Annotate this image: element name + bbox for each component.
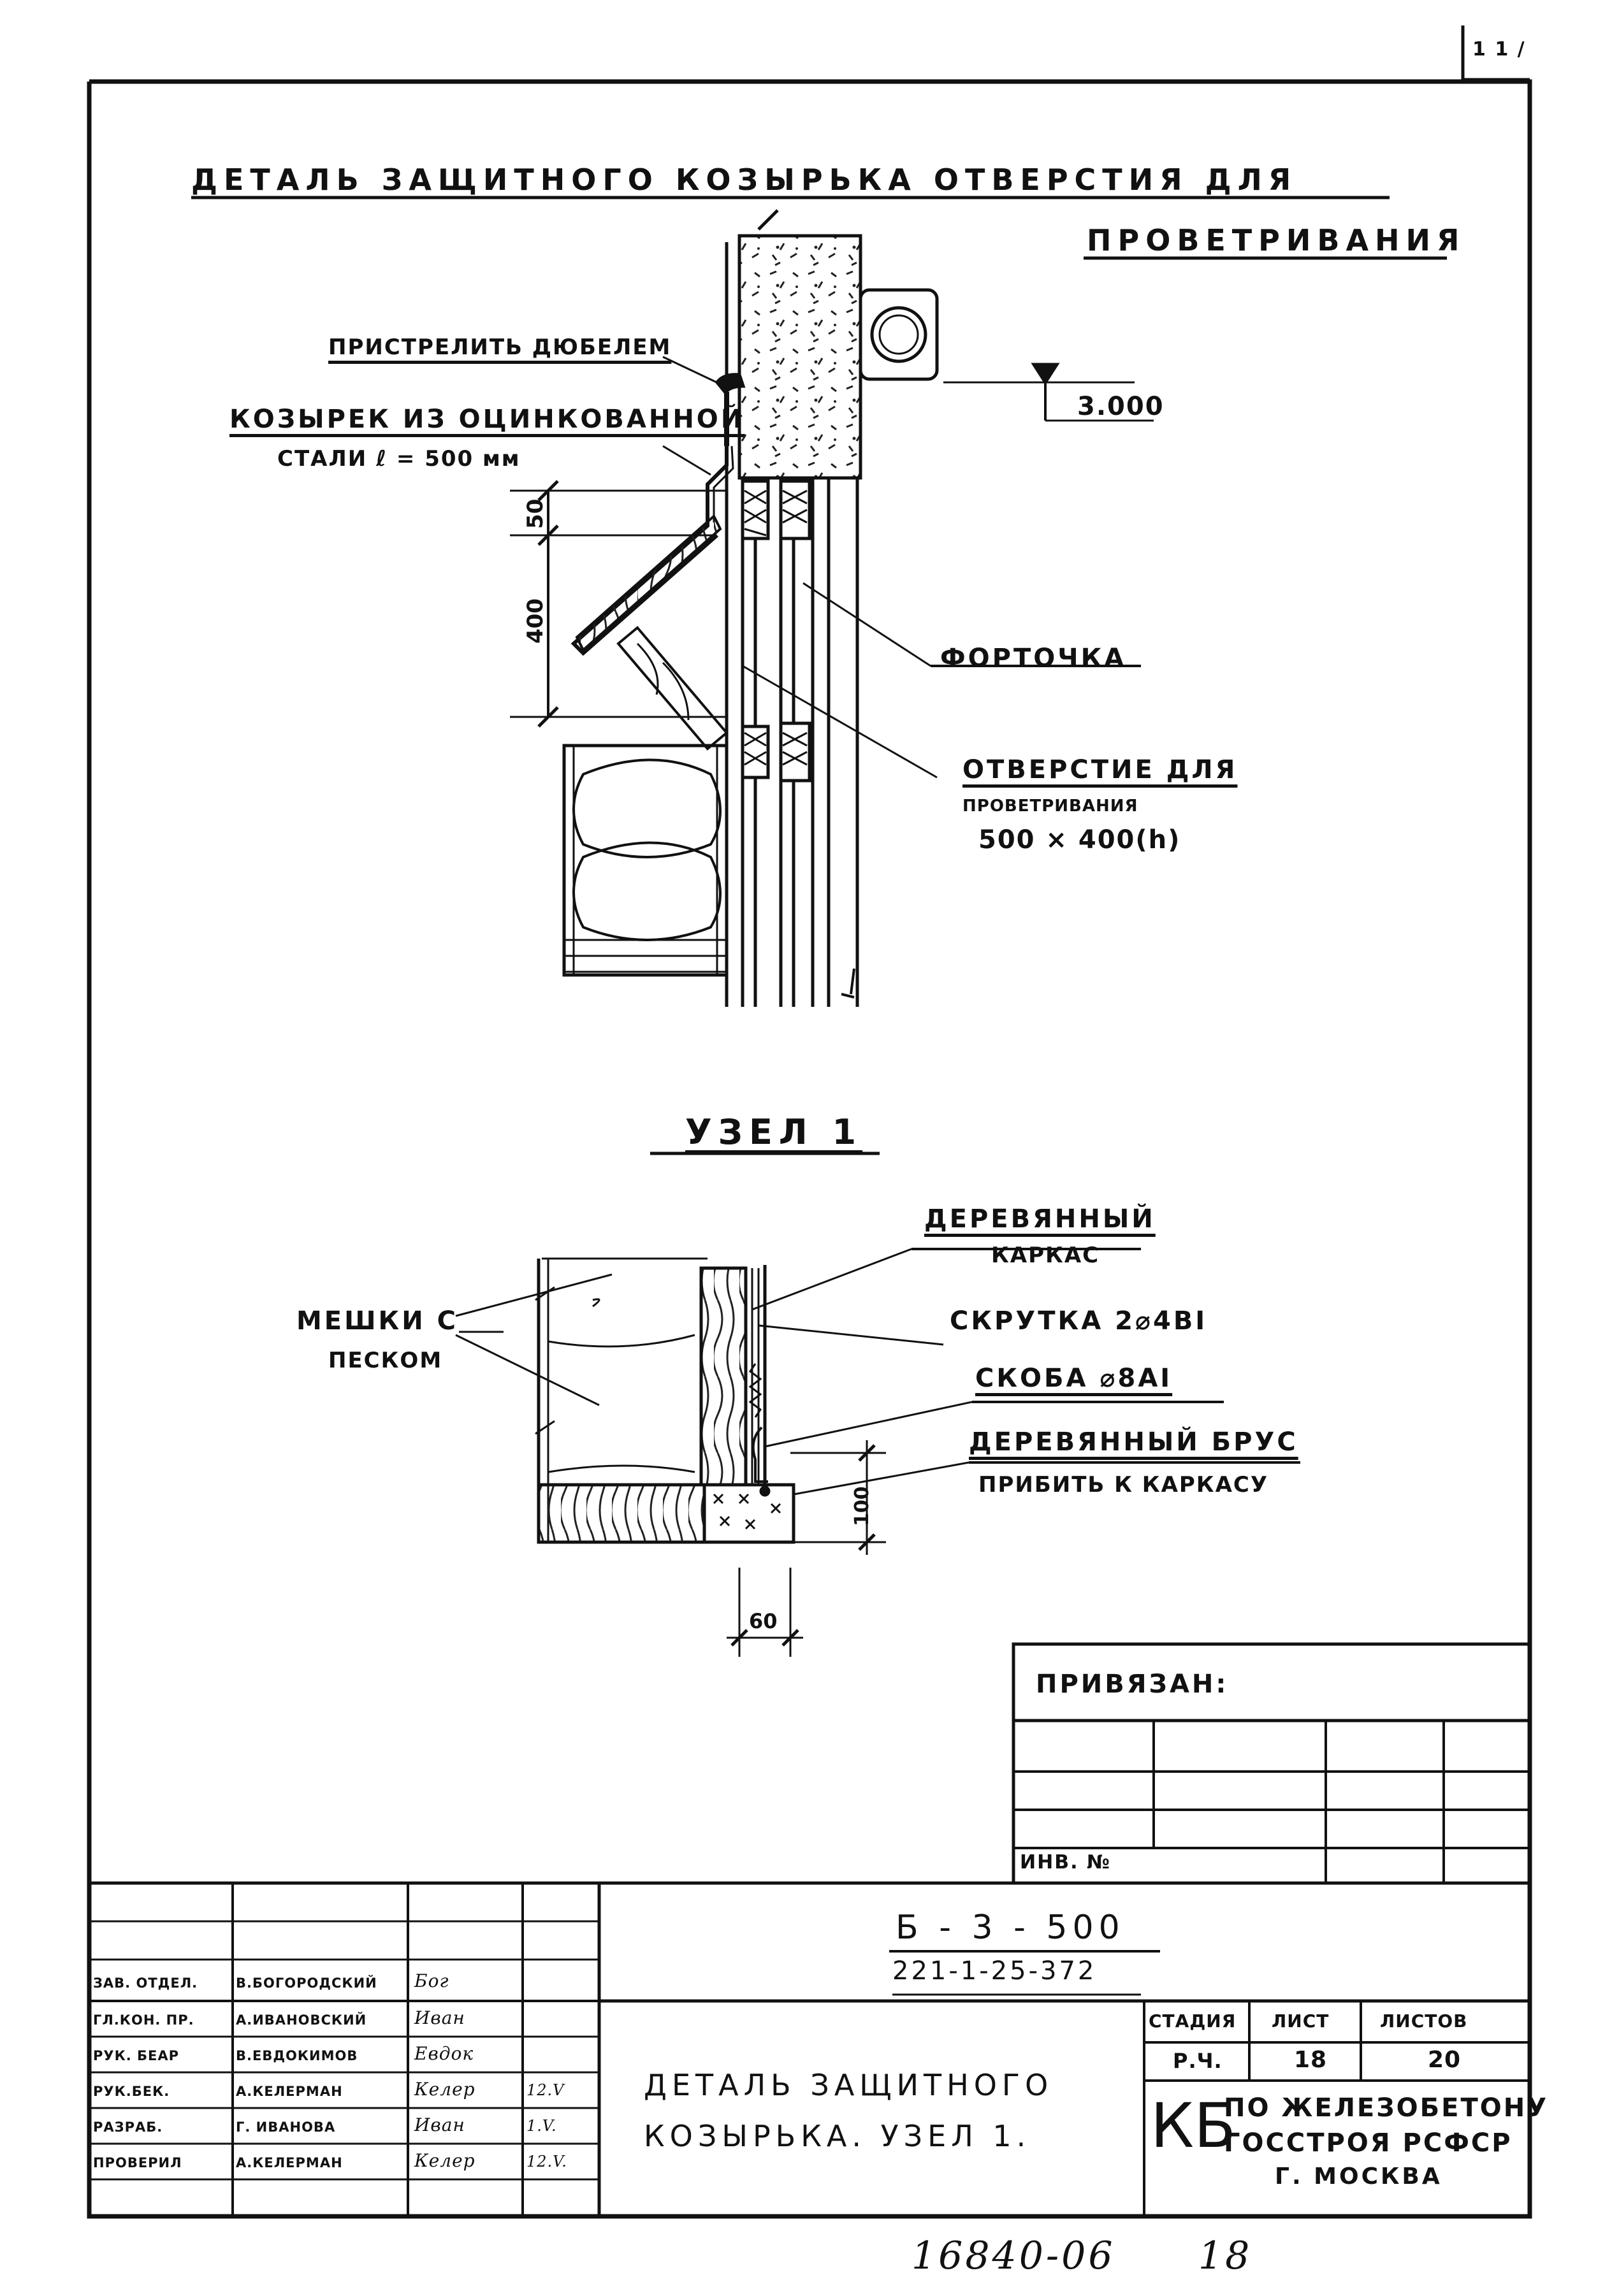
row-role: ПРОВЕРИЛ bbox=[93, 2155, 182, 2170]
row-name: А.ИВАНОВСКИЙ bbox=[236, 2012, 367, 2028]
stage-header: СТАДИЯ bbox=[1149, 2011, 1237, 2032]
label-opening-line-1: ОТВЕРСТИЕ ДЛЯ bbox=[962, 755, 1238, 784]
dim-400: 400 bbox=[523, 598, 548, 644]
label-sandbags-1: МЕШКИ С bbox=[296, 1306, 458, 1336]
dim-100: 100 bbox=[851, 1486, 873, 1526]
row-name: А.КЕЛЕРМАН bbox=[236, 2155, 343, 2170]
organization-line-1: ПО ЖЕЛЕЗОБЕТОНУ bbox=[1224, 2093, 1549, 2123]
document-code-1: Б - 3 - 500 bbox=[896, 1909, 1125, 1947]
row-signature: Келер bbox=[414, 2150, 476, 2171]
label-twisted-wire: СКРУТКА 2⌀4ВІ bbox=[950, 1306, 1208, 1336]
row-signature: Иван bbox=[414, 2114, 465, 2135]
row-signature: Келер bbox=[414, 2079, 476, 2100]
label-bracket: СКОБА ⌀8АІ bbox=[975, 1364, 1173, 1393]
row-role: РАЗРАБ. bbox=[93, 2119, 163, 2135]
row-date: 12.V. bbox=[526, 2153, 567, 2170]
sheets-value: 20 bbox=[1428, 2047, 1462, 2073]
drawing-title-line-1: ДЕТАЛЬ ЗАЩИТНОГО КОЗЫРЬКА ОТВЕРСТИЯ ДЛЯ bbox=[191, 162, 1298, 197]
binding-inventory: ИНВ. № bbox=[1020, 1851, 1112, 1874]
label-timber-frame-1: ДЕРЕВЯННЫЙ bbox=[924, 1204, 1156, 1234]
row-role: РУК. БЕАР bbox=[93, 2048, 180, 2063]
label-fortochka: ФОРТОЧКА bbox=[940, 644, 1127, 673]
sandbag-stack bbox=[562, 744, 855, 999]
label-timber-beam-1: ДЕРЕВЯННЫЙ БРУС bbox=[969, 1427, 1298, 1457]
concrete-lintel bbox=[737, 234, 862, 480]
row-role: ГЛ.КОН. ПР. bbox=[93, 2012, 194, 2028]
row-name: В.БОГОРОДСКИЙ bbox=[236, 1975, 377, 1991]
row-signature: Евдок bbox=[414, 2043, 474, 2064]
row-date: 12.V bbox=[526, 2081, 565, 2099]
drawing-title-line-2: ПРОВЕТРИВАНИЯ bbox=[1087, 223, 1466, 257]
document-name-1: ДЕТАЛЬ ЗАЩИТНОГО bbox=[644, 2068, 1054, 2102]
binding-stamp-grid bbox=[1012, 1642, 1532, 1885]
sheet-header: ЛИСТ bbox=[1272, 2011, 1330, 2032]
organization-line-3: Г. МОСКВА bbox=[1275, 2163, 1442, 2190]
organization-logo: КБ bbox=[1151, 2090, 1237, 2162]
label-opening-line-2: ПРОВЕТРИВАНИЯ bbox=[962, 797, 1138, 816]
row-role: РУК.БЕК. bbox=[93, 2084, 170, 2099]
dim-60: 60 bbox=[749, 1609, 778, 1633]
row-name: Г. ИВАНОВА bbox=[236, 2119, 336, 2135]
label-sandbags-2: ПЕСКОМ bbox=[328, 1348, 443, 1373]
row-date: 1.V. bbox=[526, 2117, 557, 2135]
sheet-frame bbox=[87, 25, 1532, 2219]
label-fasten-dowel: ПРИСТРЕЛИТЬ ДЮБЕЛЕМ bbox=[328, 335, 672, 360]
label-level-mark: 3.000 bbox=[1077, 392, 1165, 421]
row-role: ЗАВ. ОТДЕЛ. bbox=[93, 1975, 198, 1991]
node-1-detail bbox=[455, 1152, 1300, 1657]
label-opening-line-3: 500 × 400(h) bbox=[978, 825, 1181, 855]
wall-section-detail bbox=[510, 209, 1154, 1007]
row-name: А.КЕЛЕРМАН bbox=[236, 2084, 343, 2099]
node-1-title: УЗЕЛ 1 bbox=[685, 1112, 863, 1152]
row-signature: Бог bbox=[414, 1970, 449, 1991]
corner-sheet-mark: 1 1 / bbox=[1472, 38, 1526, 61]
label-canopy-line-2: СТАЛИ ℓ = 500 мм bbox=[277, 446, 521, 472]
label-timber-frame-2: КАРКАС bbox=[991, 1243, 1100, 1268]
page-number: 18 bbox=[1198, 2234, 1252, 2278]
row-name: В.ЕВДОКИМОВ bbox=[236, 2048, 358, 2063]
ventilation-duct bbox=[859, 288, 939, 381]
title-block-grid bbox=[89, 1881, 1530, 2216]
stage-value: Р.Ч. bbox=[1173, 2049, 1223, 2073]
label-canopy-line-1: КОЗЫРЕК ИЗ ОЦИНКОВАННОЙ bbox=[229, 405, 745, 434]
document-code-2: 221-1-25-372 bbox=[892, 1956, 1097, 1986]
sheet-value: 18 bbox=[1294, 2047, 1328, 2073]
sheets-header: ЛИСТОВ bbox=[1380, 2011, 1468, 2032]
dim-50: 50 bbox=[523, 498, 548, 529]
binding-title: ПРИВЯЗАН: bbox=[1036, 1670, 1229, 1699]
row-signature: Иван bbox=[414, 2007, 465, 2028]
dowel bbox=[715, 373, 746, 395]
label-timber-beam-2: ПРИБИТЬ К КАРКАСУ bbox=[978, 1472, 1269, 1498]
archive-number: 16840-06 bbox=[911, 2234, 1115, 2278]
support-strut bbox=[616, 626, 729, 751]
organization-line-2: ГОССТРОЯ РСФСР bbox=[1224, 2128, 1513, 2158]
document-name-2: КОЗЫРЬКА. УЗЕЛ 1. bbox=[644, 2119, 1031, 2153]
